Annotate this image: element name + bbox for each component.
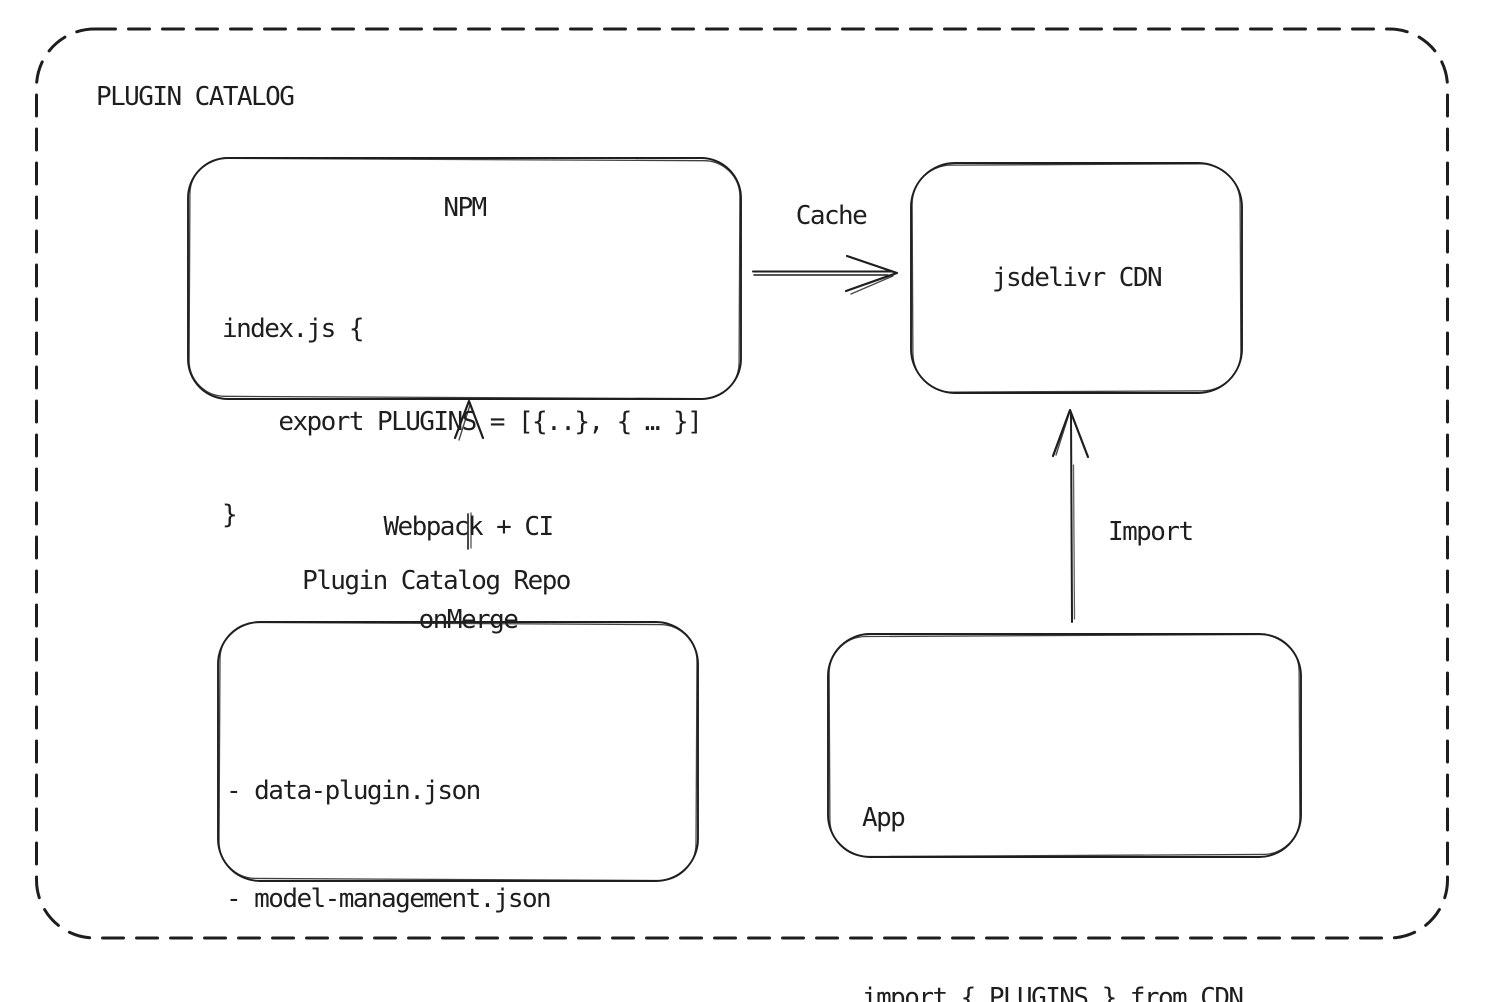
import-edge-label: Import (1108, 517, 1194, 547)
repo-file-item: - data-plugin.json (226, 776, 481, 806)
build-edge-label-line: onMerge (418, 605, 519, 635)
app-title: App (862, 803, 906, 833)
build-edge-label: Webpack + CI onMerge (338, 450, 598, 698)
repo-file-list: - data-plugin.json - model-management.js… (226, 701, 552, 1002)
npm-code-line: } (222, 500, 238, 530)
build-arrow (453, 399, 485, 550)
cdn-label-wrap: jsdelivr CDN (911, 163, 1242, 393)
repo-box (217, 621, 699, 882)
app-box (827, 633, 1302, 858)
cache-arrow (752, 254, 899, 295)
build-edge-label-line: Webpack + CI (383, 512, 554, 542)
npm-box (187, 157, 742, 400)
catalog-boundary (35, 27, 1449, 940)
app-code-line: import { PLUGINS } from CDN (862, 983, 1244, 1002)
npm-title: NPM (443, 193, 487, 223)
app-content: App import { PLUGINS } from CDN PLUGINS.… (862, 668, 1244, 1002)
repo-file-item: - model-management.json (226, 884, 552, 914)
npm-code: index.js { export PLUGINS = [{..}, { … }… (222, 252, 703, 593)
cdn-box (910, 162, 1243, 394)
npm-code-line: index.js { (222, 314, 364, 344)
cdn-label: jsdelivr CDN (991, 263, 1163, 293)
import-arrow (1051, 408, 1090, 623)
npm-code-line: export PLUGINS = [{..}, { … }] (222, 407, 702, 437)
repo-file-item: ... (226, 989, 550, 1002)
cache-edge-label: Cache (795, 201, 868, 231)
catalog-title: PLUGIN CATALOG (96, 82, 295, 112)
repo-title: Plugin Catalog Repo (302, 566, 571, 596)
